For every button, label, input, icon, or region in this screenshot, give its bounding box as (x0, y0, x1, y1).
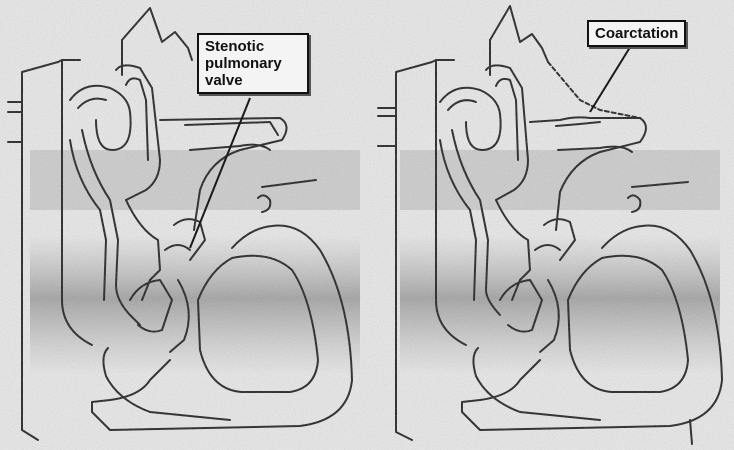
label-line: Stenotic (205, 38, 301, 55)
label-line: Coarctation (595, 25, 678, 42)
label-line: pulmonary (205, 55, 301, 72)
label-line: valve (205, 72, 301, 89)
coarctation-label: Coarctation (587, 20, 686, 47)
stenotic-pulmonary-valve-label: Stenotic pulmonary valve (197, 33, 309, 94)
